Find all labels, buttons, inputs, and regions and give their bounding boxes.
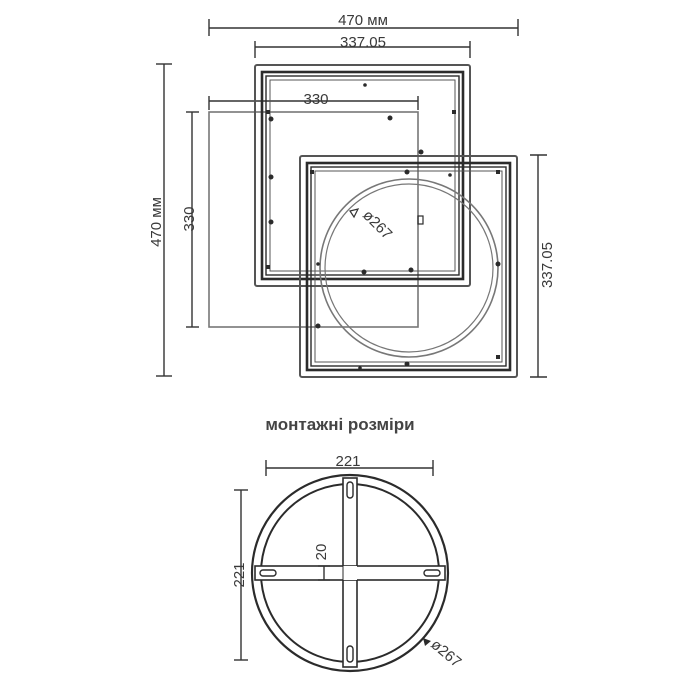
ring-diameter-label: ø267 xyxy=(427,636,464,671)
slot-offset-label: 20 xyxy=(313,544,330,561)
overall-width-label: 470 мм xyxy=(338,12,388,29)
dimension-inner-height: 330 xyxy=(181,111,199,328)
dimension-overall-height: 470 мм xyxy=(148,63,172,377)
dimension-mount-height: 221 xyxy=(231,489,248,661)
mount-width-label: 221 xyxy=(335,453,360,470)
section-title: монтажні розміри xyxy=(265,415,414,434)
ring-diameter-annotation: ø267 xyxy=(423,636,465,671)
dimension-mount-width: 221 xyxy=(265,453,434,476)
mount-height-label: 221 xyxy=(231,562,248,587)
dimension-square-width: 337.05 xyxy=(254,34,471,58)
mount-view: 221 221 xyxy=(231,453,465,673)
mount-slots xyxy=(259,481,441,663)
square-height-label: 337.05 xyxy=(539,242,556,288)
dimension-inner-width: 330 xyxy=(208,91,419,110)
top-view: 470 мм 337.05 470 мм 330 330 xyxy=(148,12,556,378)
dimension-square-height: 337.05 xyxy=(530,154,556,378)
mount-cross-bars xyxy=(254,477,446,668)
ring-outline xyxy=(319,178,499,358)
inner-height-label: 330 xyxy=(181,206,198,231)
overall-height-label: 470 мм xyxy=(148,197,165,247)
dimension-overall-width: 470 мм xyxy=(208,12,519,36)
square-width-label: 337.05 xyxy=(340,34,386,51)
inner-width-label: 330 xyxy=(303,91,328,108)
mounting-points xyxy=(266,83,501,370)
lower-square-frame xyxy=(299,155,518,378)
dimension-slot-offset: 20 xyxy=(313,544,330,581)
